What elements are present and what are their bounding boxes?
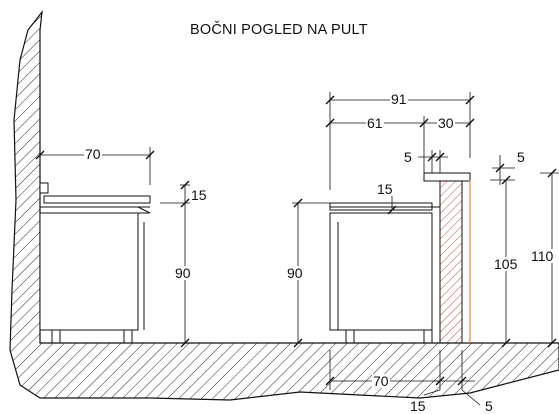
dim-center-thickness: 15: [376, 181, 394, 197]
left-counter-unit: [39, 182, 151, 344]
dim-center-height: 90: [286, 265, 304, 281]
front-panel: [439, 179, 463, 344]
dim-partial-width: 61: [366, 115, 384, 131]
dim-total-height: 110: [530, 248, 555, 264]
dim-total-width: 91: [390, 91, 408, 107]
center-counter-unit: [329, 202, 440, 344]
dim-right-gap: 5: [516, 149, 526, 165]
dim-bottom-width: 70: [372, 373, 390, 389]
panel-top-shelf: [423, 172, 471, 182]
dim-bottom-gap: 5: [484, 398, 494, 414]
dim-left-thickness: 15: [190, 187, 208, 203]
dim-ledge-width: 5: [403, 149, 413, 165]
wall-and-floor: [9, 9, 559, 401]
dim-left-width: 70: [84, 146, 102, 162]
dim-bottom-offset: 15: [409, 398, 427, 414]
dim-counter-width: 30: [437, 115, 455, 131]
tick-marks: [35, 95, 557, 386]
dim-counter-height: 105: [493, 256, 519, 272]
diagram-title: BOČNI POGLED NA PULT: [190, 22, 368, 38]
dim-left-height: 90: [174, 265, 192, 281]
